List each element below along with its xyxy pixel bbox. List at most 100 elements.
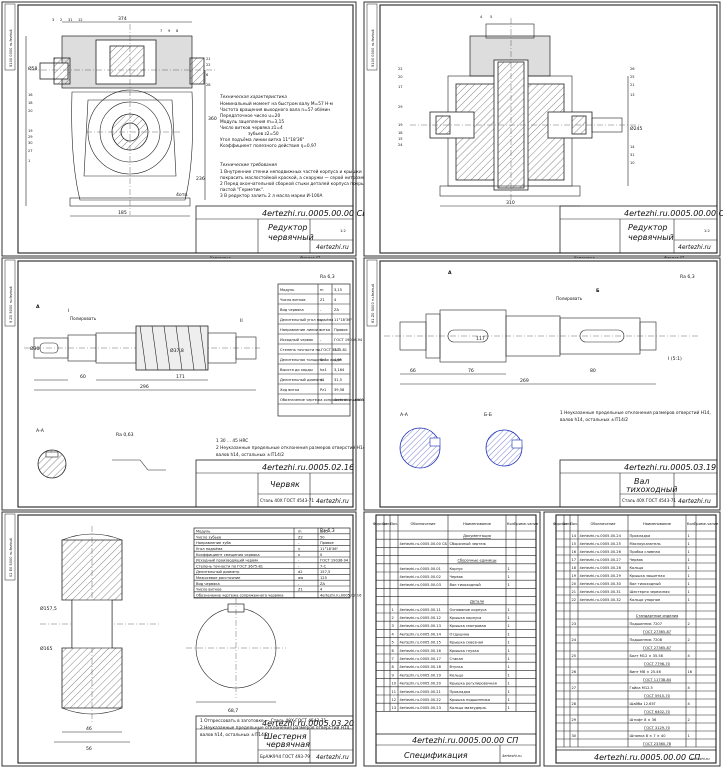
svg-text:БрАЖ9Ч4 ГОСТ 493-79: БрАЖ9Ч4 ГОСТ 493-79	[260, 754, 310, 759]
svg-text:Частота вращения выходного вал: Частота вращения выходного вала n=57 об/…	[220, 107, 330, 113]
svg-text:4ertezhi.ru: 4ertezhi.ru	[316, 754, 349, 761]
svg-text:червячный: червячный	[628, 233, 674, 242]
svg-text:17: 17	[398, 85, 403, 89]
label-detail-1: I	[68, 308, 69, 314]
roughness-s5: Ra 6,3	[320, 528, 335, 534]
svg-text:1:2: 1:2	[704, 229, 710, 233]
spec-header: Поз.	[570, 522, 578, 526]
spec-cell: 1	[688, 598, 690, 602]
param-name: Степень точности по ГОСТ 3675-81	[196, 564, 263, 568]
svg-text:тихоходный: тихоходный	[626, 485, 677, 494]
spec-cell: Сборочные единицы	[457, 559, 496, 563]
param-value: 3,164	[334, 368, 345, 372]
worm-notes: 1 30 ... 45 HRC 2 Неуказанные предельные…	[216, 438, 367, 458]
spec-cell: 1	[508, 690, 510, 694]
spec-cell: 4	[392, 632, 395, 636]
svg-text:3 В редуктор залить 2 л масла: 3 В редуктор залить 2 л масла марки И-10…	[220, 193, 322, 199]
spec-cell: 2	[688, 622, 690, 626]
spec-cell: 24	[572, 638, 577, 642]
svg-text:Червяк: Червяк	[270, 480, 300, 489]
param-value: 50	[320, 535, 325, 539]
corner-code-stamp: 5100 0000 ru.fezhu4	[4, 3, 16, 71]
spec-cell: 1	[688, 566, 690, 570]
spec-cell: 4ertezhi.ru.0005.00.11	[400, 608, 441, 612]
spec-cell: 17	[572, 558, 577, 562]
spec-header: Обозначение	[411, 522, 437, 526]
param-name: Модуль	[280, 288, 294, 292]
label-section-a: А	[36, 304, 40, 310]
corner-code-stamp: 5100 0000 ru.fezhu4	[366, 3, 378, 71]
param-value: 4ertezhi.ru.0005.02.16	[320, 593, 362, 597]
dim-374: 374	[118, 16, 127, 22]
spec-cell: 1	[508, 657, 510, 661]
param-name: Угол подъёма	[196, 547, 222, 551]
title-block-s4: 4ertezhi.ru.0005.03.19 Вал тихоходный Ст…	[559, 459, 718, 508]
spec-cell: 1	[508, 641, 510, 645]
svg-text:61 Z0 5000 ru.fezhu4: 61 Z0 5000 ru.fezhu4	[371, 283, 375, 323]
worm-gear-section: 46 56 Ø157,5 Ø165 68,7	[40, 526, 286, 752]
svg-text:10: 10	[630, 161, 635, 165]
param-name: Высота до хорды	[280, 368, 313, 372]
title-block-s3: 4ertezhi.ru.0005.02.16 Червяк Сталь 40Х …	[195, 459, 354, 508]
spec-cell: 4	[688, 654, 691, 658]
section-aa2-title: А-А	[400, 412, 409, 418]
spec-cell: 4ertezhi.ru.0005.00.27	[580, 558, 621, 562]
svg-text:19: 19	[398, 123, 403, 127]
spec-cell: Кольцо упорное	[630, 598, 661, 602]
spec-cell: Кольцо	[630, 566, 644, 570]
assembly-front-view: 374 360 185 236 Ø58 4отв. 3 2 31 12 7 9 …	[25, 16, 217, 217]
svg-text:8: 8	[176, 29, 179, 33]
svg-text:червячный: червячный	[268, 233, 314, 242]
detail-i-title: Ra 0,63	[116, 432, 134, 438]
svg-text:18: 18	[398, 131, 403, 135]
param-value: 39,58	[334, 388, 345, 392]
spec-header: Зона	[382, 522, 391, 526]
spec-cell: 13	[392, 706, 397, 710]
param-symbol: -	[320, 338, 322, 342]
svg-text:Шестерня: Шестерня	[264, 732, 307, 741]
spec-cell: 9	[392, 673, 395, 677]
param-symbol: -	[298, 559, 300, 563]
spec-cell: ГОСТ 3129-70	[644, 726, 671, 730]
spec-cell: 4ertezhi.ru.0005.00.32	[580, 598, 621, 602]
dim-d37-8: Ø37,8	[170, 347, 184, 354]
spec-cell: 4ertezhi.ru.0005.00.19	[400, 673, 442, 677]
spec-cell: 1	[508, 682, 510, 686]
corner-code-stamp: 9 Z0 5000 ru.fezhu4	[4, 259, 16, 327]
sheet-output-shaft: 61 Z0 5000 ru.fezhu4 Ra 6,3 269 66 76 80…	[363, 257, 721, 511]
param-value: 4,95	[334, 358, 342, 362]
label-polish: Полировать	[70, 316, 97, 321]
spec-cell: Кольцо мазеудерж.	[450, 706, 487, 710]
param-name: Ход витка	[280, 388, 299, 392]
corner-code-stamp: 61 Z0 5000 ru.fezhu4	[366, 259, 378, 327]
svg-text:Техническая характеристика: Техническая характеристика	[220, 94, 287, 100]
spec-header: Кол.	[687, 522, 695, 526]
spec-cell: ГОСТ 27365-87	[643, 630, 671, 634]
dim-d245: Ø245	[630, 125, 642, 132]
spec-cell: 1	[508, 583, 510, 587]
spec-cell: 1	[508, 575, 510, 579]
param-symbol: -	[320, 328, 322, 332]
dim-66: 66	[410, 368, 416, 374]
param-symbol: Pz1	[320, 388, 326, 392]
corner-code-stamp: 02 E0 5000 ru.fezhu4	[4, 513, 16, 581]
spec-cell: 25	[572, 654, 577, 658]
spec-cell: 4	[688, 686, 691, 690]
dim-d30: Ø30	[30, 345, 40, 352]
param-value: ZA	[320, 582, 325, 586]
spec-cell: Маслоуказатель	[630, 542, 661, 546]
spec-cell: Гайка М12.5	[630, 686, 653, 690]
spec-cell: 28	[572, 702, 577, 706]
spec-header: Формат	[373, 522, 388, 526]
dim-d157-5: Ø157,5	[40, 605, 57, 612]
label-section-b: Б	[596, 288, 600, 294]
spec-cell: Пробка сливная	[630, 550, 660, 554]
svg-text:Вал: Вал	[634, 477, 650, 486]
section-bb-title: Б-Б	[484, 412, 492, 418]
spec-cell: 1	[508, 706, 510, 710]
svg-text:Сталь 40Х ГОСТ 4543-71: Сталь 40Х ГОСТ 4543-71	[260, 498, 314, 503]
svg-text:Коэффициент полезного действия: Коэффициент полезного действия η=0,97	[220, 142, 317, 149]
dim-d56: 117	[476, 336, 485, 342]
svg-text:27: 27	[28, 149, 33, 153]
